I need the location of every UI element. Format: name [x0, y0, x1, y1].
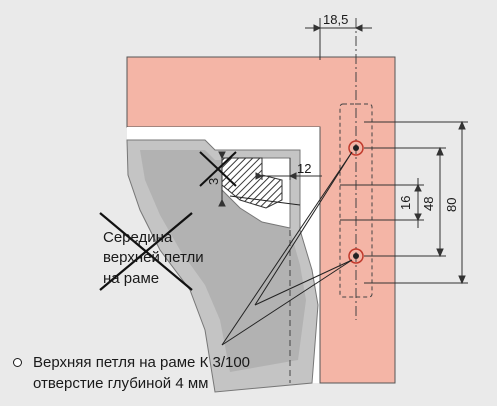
top-hole [348, 140, 364, 156]
dim-80-label: 80 [444, 198, 459, 212]
dim-extension-lines [340, 121, 468, 284]
dim-48 [436, 146, 444, 258]
dim-16 [414, 178, 422, 228]
bottom-hole [348, 248, 364, 264]
crossed-note-line-3: на раме [103, 270, 159, 287]
dim-12-label: 12 [297, 161, 311, 176]
dim-80 [458, 120, 466, 285]
legend-line-2: отверстие глубиной 4 мм [33, 375, 209, 392]
dim-3-label: 3 [206, 178, 221, 185]
dim-3 [218, 151, 226, 207]
hinge-outline [339, 103, 373, 298]
dim-12 [255, 158, 322, 180]
dim-18-5-label: 18,5 [323, 12, 348, 27]
dim-16-label: 16 [398, 196, 413, 210]
crossed-note-line-1: Середина [103, 229, 173, 246]
cross-mark-seal [199, 151, 237, 187]
dim-18-5 [305, 18, 372, 60]
leader-lines [221, 151, 353, 346]
legend-bullet-icon [13, 358, 22, 367]
cross-mark-note [99, 212, 193, 291]
dim-48-label: 48 [421, 197, 436, 211]
crossed-note-line-2: верхней петли [103, 249, 204, 266]
legend-line-1: Верхняя петля на раме К 3/100 [33, 354, 251, 371]
